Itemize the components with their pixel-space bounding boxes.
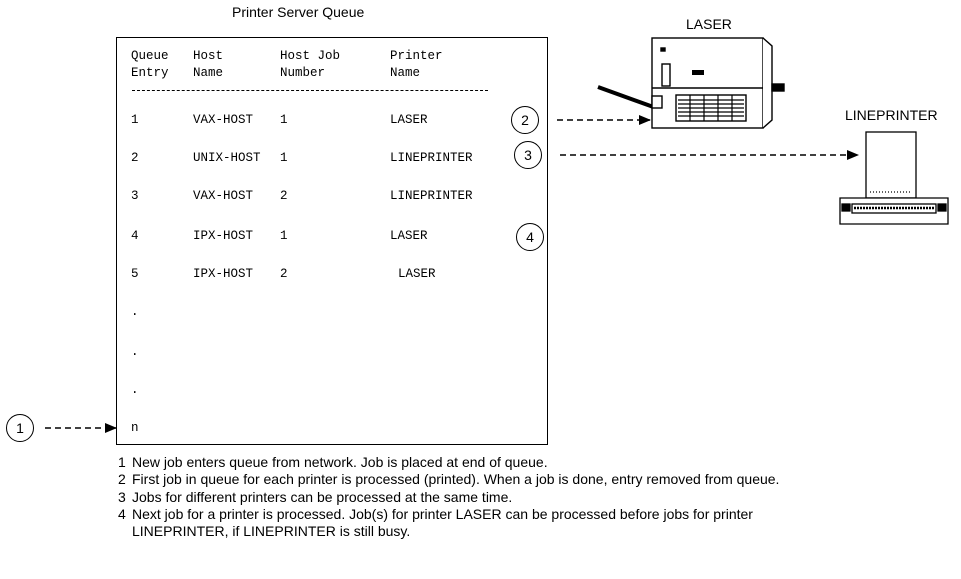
row-5-job: 2 [280, 267, 288, 281]
note-1: 1 New job enters queue from network. Job… [118, 454, 792, 471]
note-3-text: Jobs for different printers can be proce… [132, 488, 513, 505]
ellipsis-3: . [131, 383, 139, 397]
lineprinter-icon [839, 131, 949, 225]
callout-3: 3 [514, 141, 542, 169]
row-3-job: 2 [280, 189, 288, 203]
header-printer-line2: Name [390, 66, 421, 80]
row-4-host: IPX-HOST [193, 229, 254, 243]
note-1-number: 1 [118, 454, 126, 470]
ellipsis-2: . [131, 345, 139, 359]
note-3: 3 Jobs for different printers can be pro… [118, 489, 792, 506]
header-queue-line1: Queue [131, 49, 169, 63]
callout-1: 1 [6, 414, 34, 442]
row-2-host: UNIX-HOST [193, 151, 261, 165]
row-4-printer: LASER [390, 229, 428, 243]
header-job-line1: Host Job [280, 49, 341, 63]
diagram-title: Printer Server Queue [232, 4, 365, 20]
note-4: 4 Next job for a printer is processed. J… [118, 506, 822, 541]
notes-list: 1 New job enters queue from network. Job… [118, 454, 822, 540]
row-3-entry: 3 [131, 189, 139, 203]
callout-2: 2 [511, 106, 539, 134]
laser-label: LASER [686, 16, 732, 32]
lineprinter-label: LINEPRINTER [845, 107, 938, 123]
row-2-job: 1 [280, 151, 288, 165]
row-1-printer: LASER [390, 113, 428, 127]
callout-4: 4 [516, 223, 544, 251]
row-1-job: 1 [280, 113, 288, 127]
note-2: 2 First job in queue for each printer is… [118, 471, 822, 488]
row-1-entry: 1 [131, 113, 139, 127]
note-2-text: First job in queue for each printer is p… [132, 471, 780, 488]
row-2-entry: 2 [131, 151, 139, 165]
note-4-number: 4 [118, 505, 126, 522]
queue-table-box [116, 37, 548, 445]
note-2-number: 2 [118, 471, 126, 488]
row-1-host: VAX-HOST [193, 113, 254, 127]
ellipsis-1: . [131, 305, 139, 319]
row-2-printer: LINEPRINTER [390, 151, 473, 165]
row-4-entry: 4 [131, 229, 139, 243]
header-host-line2: Name [193, 66, 224, 80]
header-job-line2: Number [280, 66, 326, 80]
row-4-job: 1 [280, 229, 288, 243]
note-3-number: 3 [118, 488, 126, 505]
note-1-text: New job enters queue from network. Job i… [132, 454, 548, 470]
header-divider [132, 90, 488, 91]
row-5-host: IPX-HOST [193, 267, 254, 281]
note-4-text: Next job for a printer is processed. Job… [132, 505, 753, 540]
last-entry-n: n [131, 421, 139, 435]
row-5-printer: LASER [398, 267, 436, 281]
row-3-printer: LINEPRINTER [390, 189, 473, 203]
row-5-entry: 5 [131, 267, 139, 281]
header-printer-line1: Printer [390, 49, 443, 63]
header-queue-line2: Entry [131, 66, 169, 80]
row-3-host: VAX-HOST [193, 189, 254, 203]
header-host-line1: Host [193, 49, 224, 63]
laser-printer-icon [597, 37, 785, 129]
